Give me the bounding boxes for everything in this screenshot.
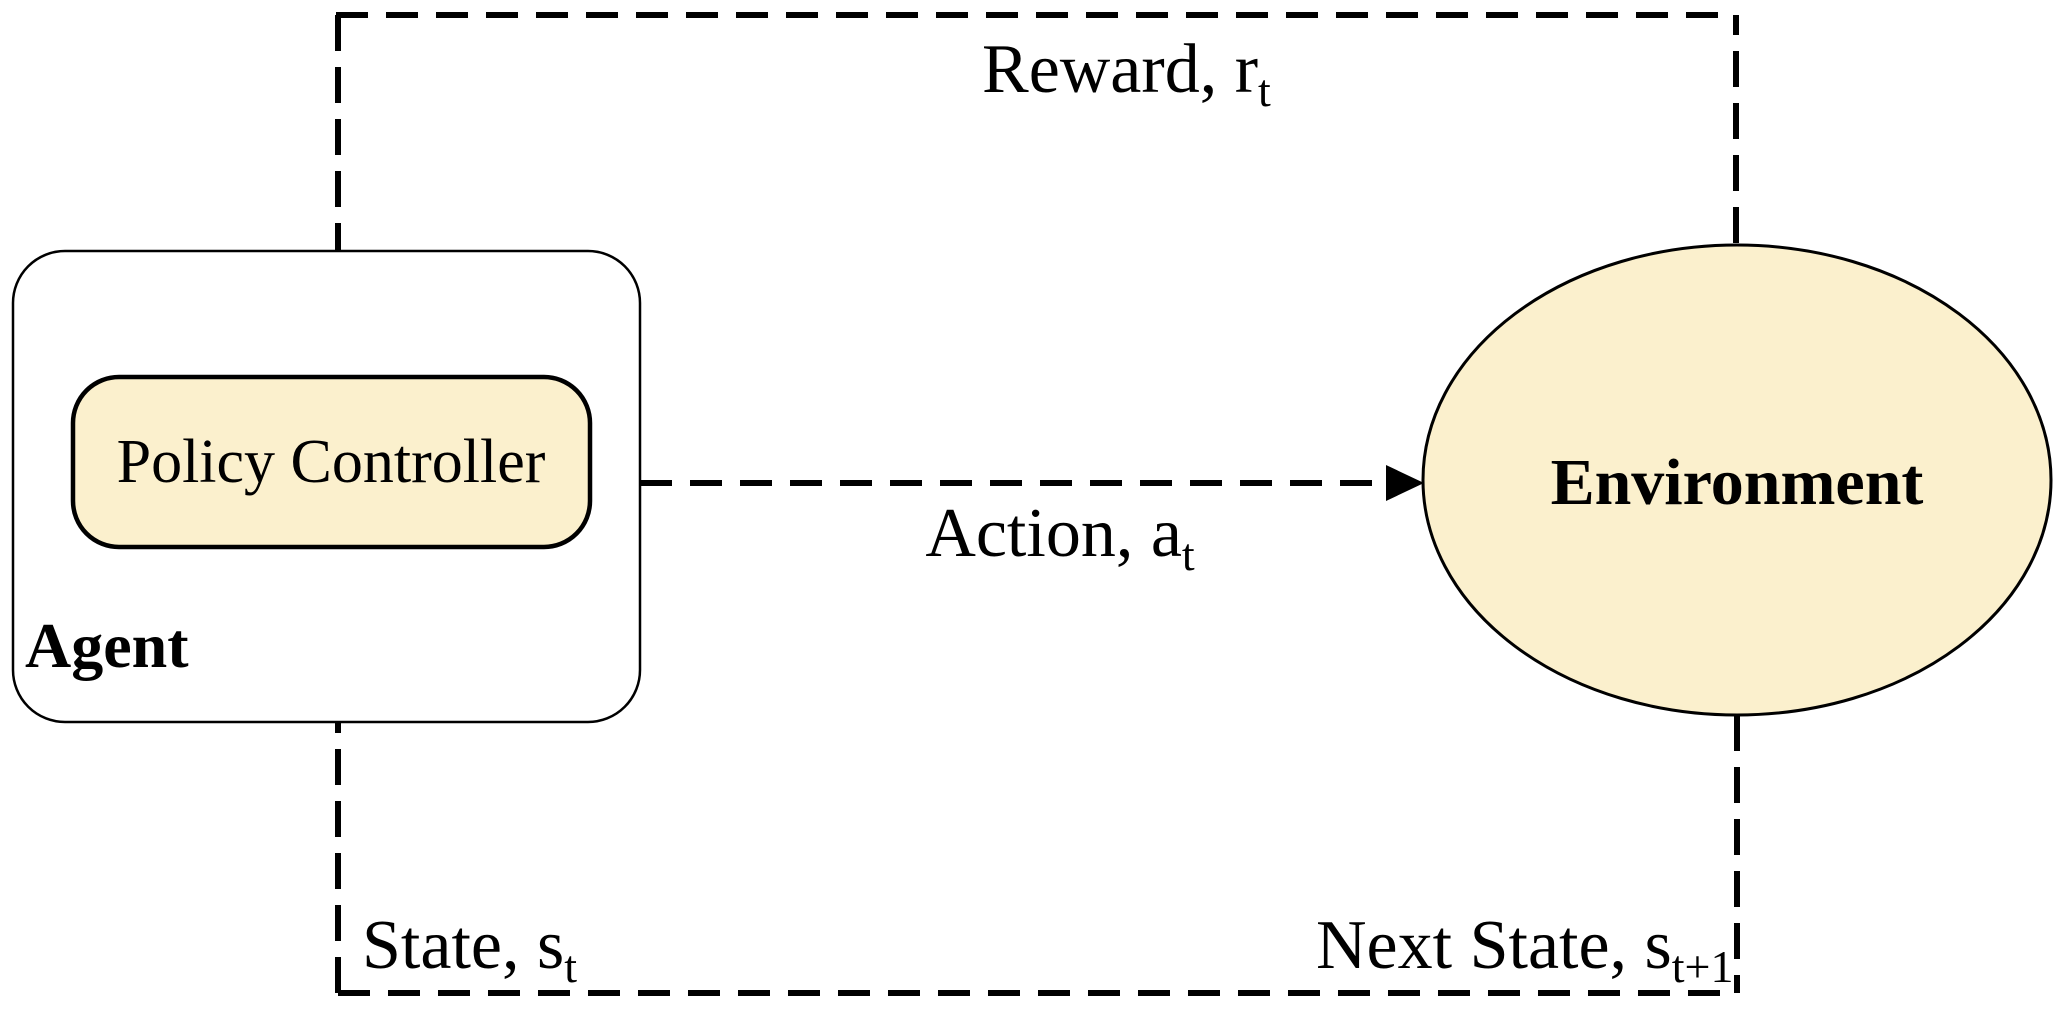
environment-label: Environment xyxy=(1551,446,1924,519)
reward-label: Reward, rt xyxy=(982,31,1271,116)
next-state-label-subscript: t+1 xyxy=(1672,941,1734,992)
next-state-label-text: Next State, s xyxy=(1316,907,1672,984)
agent-label: Agent xyxy=(25,610,189,681)
action-label-text: Action, a xyxy=(925,495,1182,572)
reward-label-subscript: t xyxy=(1258,65,1271,116)
action-label-subscript: t xyxy=(1182,529,1195,580)
action-arrowhead-icon xyxy=(1386,465,1424,501)
next-state-label: Next State, st+1 xyxy=(1316,907,1734,992)
reward-label-text: Reward, r xyxy=(982,31,1258,108)
state-label-subscript: t xyxy=(564,941,577,992)
state-label: State, st xyxy=(362,907,577,992)
environment-node xyxy=(1421,243,2053,717)
state-label-text: State, s xyxy=(362,907,564,984)
policy-controller-label: Policy Controller xyxy=(117,428,546,496)
policy-controller-node xyxy=(70,374,593,550)
action-label: Action, at xyxy=(925,495,1195,580)
